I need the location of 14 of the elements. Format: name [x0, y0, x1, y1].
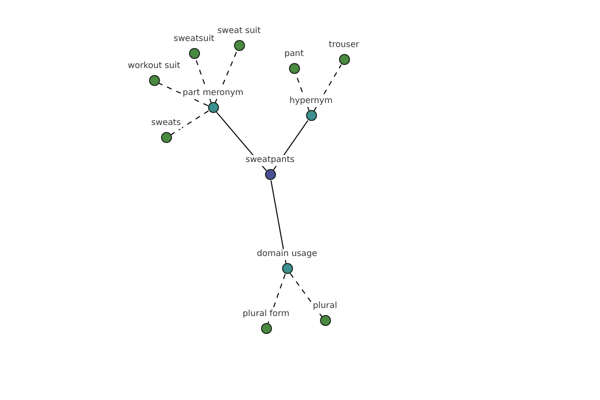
dashed-line — [158, 82, 208, 106]
node-label: sweats — [150, 118, 182, 129]
node-label: plural — [312, 301, 338, 312]
dashed-line — [214, 50, 238, 104]
node-label: plural form — [242, 309, 290, 320]
node-label: hypernym — [288, 96, 334, 107]
connector-line — [270, 180, 287, 264]
node-label: part meronym — [182, 88, 244, 99]
dashed-line — [290, 272, 322, 318]
dashed-line — [267, 274, 286, 324]
node-label: pant — [283, 49, 305, 60]
node-label: sweatpants — [244, 155, 296, 166]
dashed-line — [170, 110, 209, 136]
node-label: domain usage — [256, 249, 318, 260]
